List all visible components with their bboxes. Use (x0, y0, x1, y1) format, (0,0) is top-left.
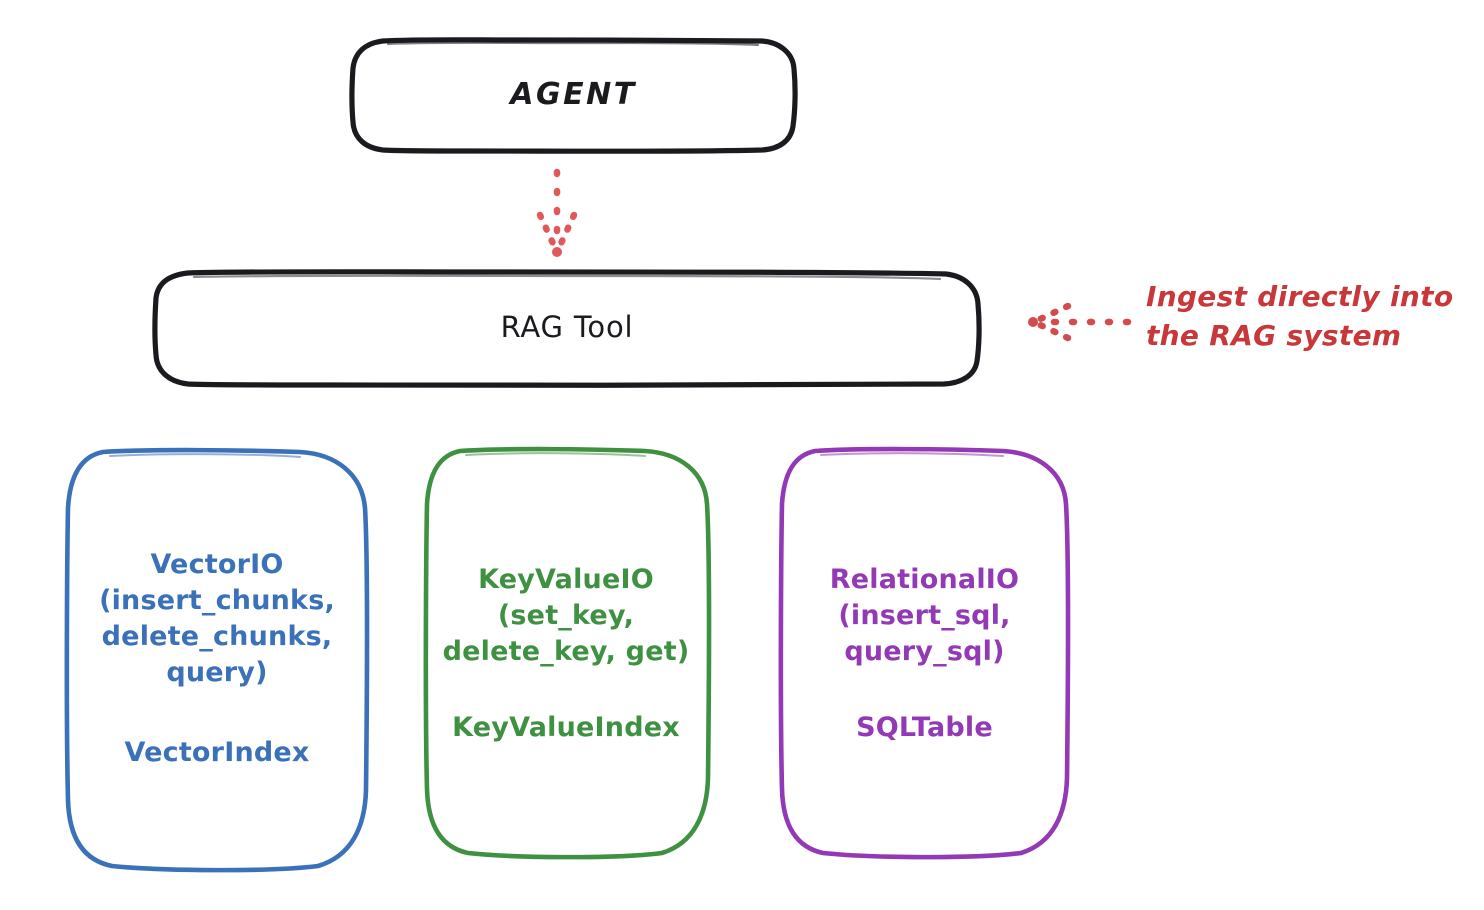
ingest-annotation-text: Ingest directly into the RAG system (1146, 280, 1454, 352)
relational-io-box[interactable] (778, 446, 1071, 860)
agent-node-label: AGENT (510, 76, 637, 112)
key-value-io-node-label: KeyValueIO (set_key, delete_key, get) Ke… (424, 450, 708, 858)
relational-io-api-text: RelationalIO (insert_sql, query_sql) (829, 563, 1020, 667)
vector-io-node-label: VectorIO (insert_chunks, delete_chunks, … (67, 450, 367, 868)
vector-io-index-text: VectorIndex (124, 737, 310, 769)
relational-io-index-text: SQLTable (856, 712, 993, 744)
vector-io-box[interactable] (64, 447, 370, 873)
rag-tool-node-label: RAG Tool (500, 310, 634, 345)
relational-io-node-label: RelationalIO (insert_sql, query_sql) SQL… (782, 450, 1067, 858)
agent-to-rag-tool-arrow (536, 168, 578, 257)
rag-tool-box[interactable] (152, 269, 982, 388)
key-value-io-index-text: KeyValueIndex (452, 712, 680, 744)
key-value-io-api-text: KeyValueIO (set_key, delete_key, get) (442, 563, 690, 667)
key-value-io-box[interactable] (423, 446, 712, 860)
vector-io-api-text: VectorIO (insert_chunks, delete_chunks, … (99, 548, 335, 689)
agent-box[interactable] (349, 37, 798, 154)
ingest-note-arrow (1028, 302, 1132, 342)
